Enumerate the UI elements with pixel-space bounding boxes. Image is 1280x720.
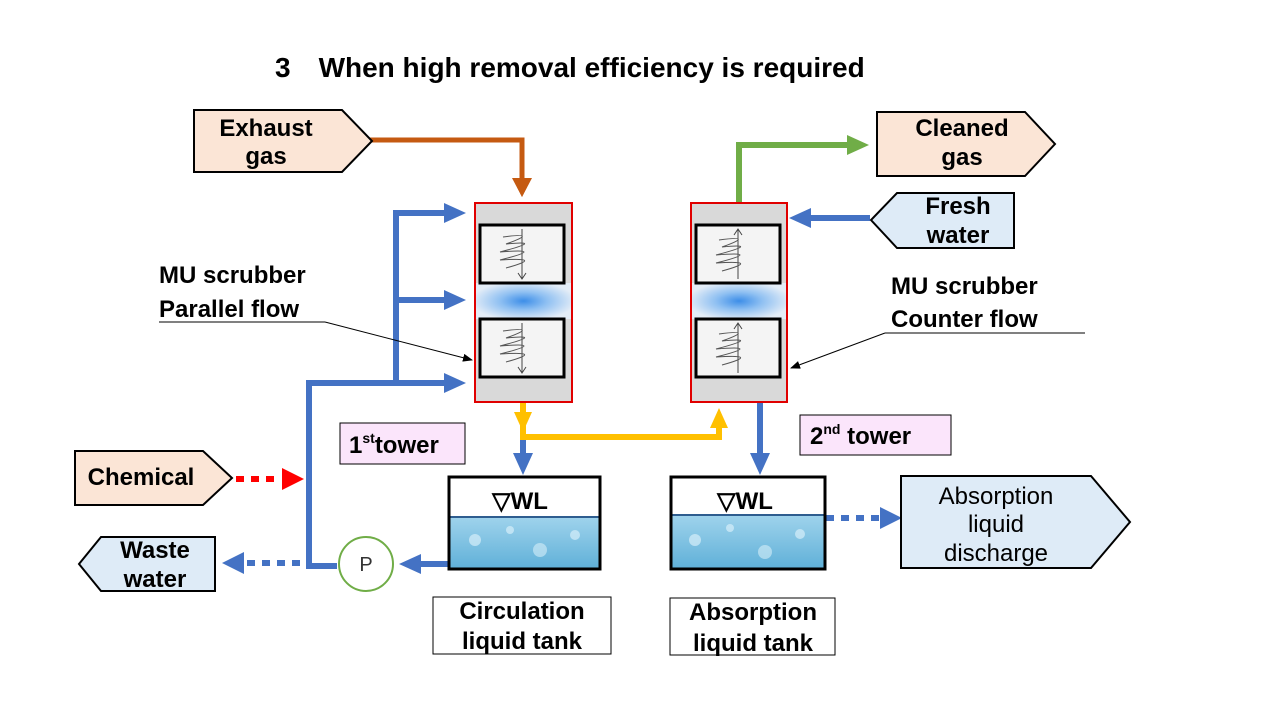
exhaust-gas-line — [370, 137, 527, 197]
cleaned-gas-line — [736, 135, 869, 203]
parallel-flow-scrubber-label: MU scrubber Parallel flow — [159, 262, 473, 362]
svg-text:Parallel flow: Parallel flow — [159, 296, 299, 323]
circulation-tank-water-level: ▽WL — [491, 488, 548, 515]
svg-text:1sttower: 1sttower — [349, 430, 439, 459]
svg-text:MU scrubber: MU scrubber — [891, 273, 1038, 300]
svg-text:Cleaned: Cleaned — [915, 115, 1008, 142]
circulation-branch-line — [393, 203, 466, 383]
circulation-tank-caption: Circulation liquid tank — [432, 596, 612, 655]
svg-text:MU scrubber: MU scrubber — [159, 262, 306, 289]
svg-text:water: water — [123, 566, 187, 593]
svg-text:liquid: liquid — [968, 511, 1024, 538]
svg-text:Waste: Waste — [120, 537, 190, 564]
svg-text:liquid tank: liquid tank — [462, 628, 583, 655]
first-tower — [474, 202, 573, 403]
diagram-title: 3 When high removal efficiency is requir… — [275, 52, 865, 83]
svg-text:2nd tower: 2nd tower — [810, 421, 911, 450]
absorption-tank-water-level: ▽WL — [716, 488, 773, 515]
svg-text:Exhaust: Exhaust — [219, 115, 312, 142]
svg-text:Absorption: Absorption — [939, 483, 1054, 510]
gas-transfer-line — [520, 402, 728, 440]
chemical-label: Chemical — [74, 450, 234, 506]
svg-text:gas: gas — [245, 143, 286, 170]
first-tower-upper-packing — [478, 223, 566, 285]
second-tower-label: 2nd tower — [799, 414, 952, 456]
cleaned-gas-label: Cleaned gas — [876, 111, 1057, 177]
svg-text:Chemical: Chemical — [88, 464, 195, 491]
waste-water-label: Waste water — [77, 536, 216, 593]
svg-text:gas: gas — [941, 144, 982, 171]
absorption-liquid-tank: ▽WL — [669, 475, 827, 571]
second-tower-lower-packing — [694, 317, 782, 379]
svg-text:discharge: discharge — [944, 540, 1048, 567]
first-tower-label: 1sttower — [339, 422, 466, 465]
second-tower-upper-packing — [694, 223, 782, 285]
svg-text:Fresh: Fresh — [925, 193, 990, 220]
fresh-water-label: Fresh water — [869, 192, 1015, 249]
svg-text:Absorption: Absorption — [689, 599, 817, 626]
svg-text:Circulation: Circulation — [459, 598, 584, 625]
absorption-discharge-label: Absorption liquid discharge — [900, 475, 1132, 569]
svg-text:liquid tank: liquid tank — [693, 630, 814, 657]
first-tower-lower-packing — [478, 317, 566, 379]
counter-flow-scrubber-label: MU scrubber Counter flow — [790, 273, 1085, 369]
svg-text:P: P — [359, 554, 372, 576]
circulation-riser-line — [306, 373, 466, 569]
svg-text:Counter flow: Counter flow — [891, 306, 1038, 333]
second-tower — [690, 202, 788, 403]
svg-text:water: water — [926, 222, 990, 249]
circulation-liquid-tank: ▽WL — [447, 475, 602, 571]
exhaust-gas-label: Exhaust gas — [193, 109, 374, 173]
absorption-tank-caption: Absorption liquid tank — [669, 597, 836, 657]
circulation-pump: P — [338, 536, 394, 592]
